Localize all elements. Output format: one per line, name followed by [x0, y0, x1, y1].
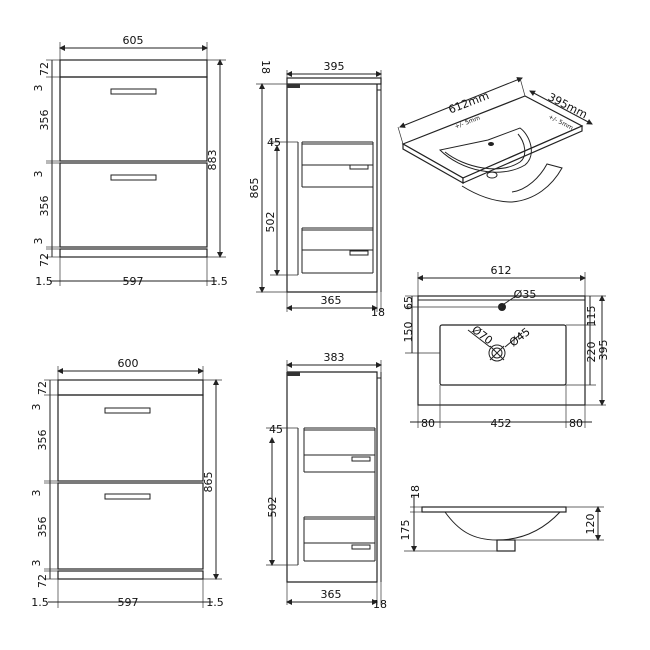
top-front-height: 883 — [206, 150, 219, 171]
dim-side-left: 1.5 — [31, 596, 49, 609]
dim-side-left: 1.5 — [35, 275, 53, 288]
basin-section-bowl-h: 120 — [584, 514, 597, 535]
drawer-upper — [57, 394, 204, 482]
drawer-lower — [59, 162, 208, 248]
basin-outline — [417, 295, 586, 406]
dim-top-gap: 72 — [36, 381, 49, 395]
top-side-depth: 395 — [324, 60, 345, 73]
countertop — [59, 59, 208, 78]
basin-bowl-underside — [461, 163, 563, 203]
top-side-base-depth: 365 — [321, 294, 342, 307]
dim-gap-a: 3 — [30, 404, 43, 411]
basin-plan-rim-right: 80 — [569, 417, 583, 430]
basin-plan-overflow: Ø45 — [507, 325, 533, 349]
cabinet-side — [286, 84, 378, 293]
bottom-front-view: 600 72 3 356 3 356 3 72 865 1.5 597 1.5 — [30, 357, 224, 609]
drawer-handle — [104, 407, 151, 414]
bottom-side-drawer-h: 502 — [266, 497, 279, 518]
basin-plan-tap-hole: Ø35 — [514, 288, 537, 301]
top-side-top-thk: 18 — [259, 60, 272, 74]
top-front-bottom-width: 597 — [123, 275, 144, 288]
top-front-width: 605 — [123, 34, 144, 47]
top-side-height: 865 — [248, 178, 261, 199]
basin-plan-bowl-w: 452 — [491, 417, 512, 430]
dim-drawer-b: 356 — [36, 517, 49, 538]
basin-bowl-outline — [439, 324, 567, 386]
waste-icon — [488, 344, 506, 362]
dim-gap-b: 3 — [30, 490, 43, 497]
basin-section-view: 18 175 120 — [399, 485, 604, 552]
basin-bowl — [438, 127, 532, 173]
plinth — [59, 248, 208, 258]
dim-gap-a: 3 — [32, 85, 45, 92]
drawer-lower — [57, 482, 204, 570]
dim-plinth: 72 — [36, 574, 49, 588]
drawer-upper — [59, 76, 208, 162]
basin-section-waste — [496, 539, 516, 552]
basin-isometric-view: 612mm +/- 5mm 395mm +/- 5mm — [397, 77, 593, 203]
tap-hole-icon — [488, 142, 494, 146]
plinth — [57, 570, 204, 580]
countertop-side — [286, 77, 382, 85]
top-front-view: 605 72 3 356 3 356 3 72 883 1.5 — [32, 34, 228, 288]
basin-plan-offset-left: 150 — [402, 322, 415, 343]
bottom-side-base-depth: 365 — [321, 588, 342, 601]
dim-gap-c: 3 — [32, 238, 45, 245]
basin-plan-bowl-220: 220 — [585, 342, 598, 363]
cabinet-side — [286, 371, 378, 583]
dim-gap-b: 3 — [32, 171, 45, 178]
bottom-side-depth: 383 — [324, 351, 345, 364]
dim-side-right: 1.5 — [210, 275, 228, 288]
basin-section-bowl — [444, 511, 561, 541]
drawer-handle — [110, 174, 157, 181]
basin-plan-view: 612 Ø35 Ø70 Ø45 65 150 115 220 395 — [402, 264, 610, 430]
bottom-front-bottom-width: 597 — [118, 596, 139, 609]
basin-plan-edge-115: 115 — [585, 306, 598, 327]
handle-profile — [287, 84, 300, 88]
basin-plan-width: 612 — [491, 264, 512, 277]
bottom-side-drawer-gap: 45 — [269, 423, 283, 436]
basin-section-total-h: 175 — [399, 520, 412, 541]
basin-plan-waste: Ø70 — [469, 323, 495, 347]
drawer-handle — [110, 88, 157, 95]
dim-drawer-b: 356 — [38, 196, 51, 217]
dim-top-gap: 72 — [38, 62, 51, 76]
dim-gap-c: 3 — [30, 560, 43, 567]
bottom-front-height: 865 — [202, 472, 215, 493]
basin-section-top — [421, 506, 567, 513]
top-side-drawer-gap: 45 — [267, 136, 281, 149]
basin-plan-edge-top: 65 — [402, 296, 415, 310]
top-side-drawer-h: 502 — [264, 212, 277, 233]
drawer-handle — [104, 493, 151, 500]
waste-icon — [486, 171, 498, 179]
basin-plan-rim-left: 80 — [421, 417, 435, 430]
basin-plan-depth: 395 — [597, 340, 610, 361]
bottom-front-width: 600 — [118, 357, 139, 370]
dim-side-right: 1.5 — [206, 596, 224, 609]
dim-plinth: 72 — [38, 253, 51, 267]
bottom-side-back: 18 — [373, 598, 387, 611]
bottom-side-view: 383 45 502 365 18 — [266, 351, 387, 611]
countertop — [57, 379, 204, 396]
basin-section-top-thk: 18 — [409, 485, 422, 499]
handle-profile — [287, 372, 300, 376]
dim-drawer-a: 356 — [38, 110, 51, 131]
top-side-view: 395 18 865 45 502 — [248, 60, 385, 319]
top-side-back: 18 — [371, 306, 385, 319]
dim-drawer-a: 356 — [36, 430, 49, 451]
